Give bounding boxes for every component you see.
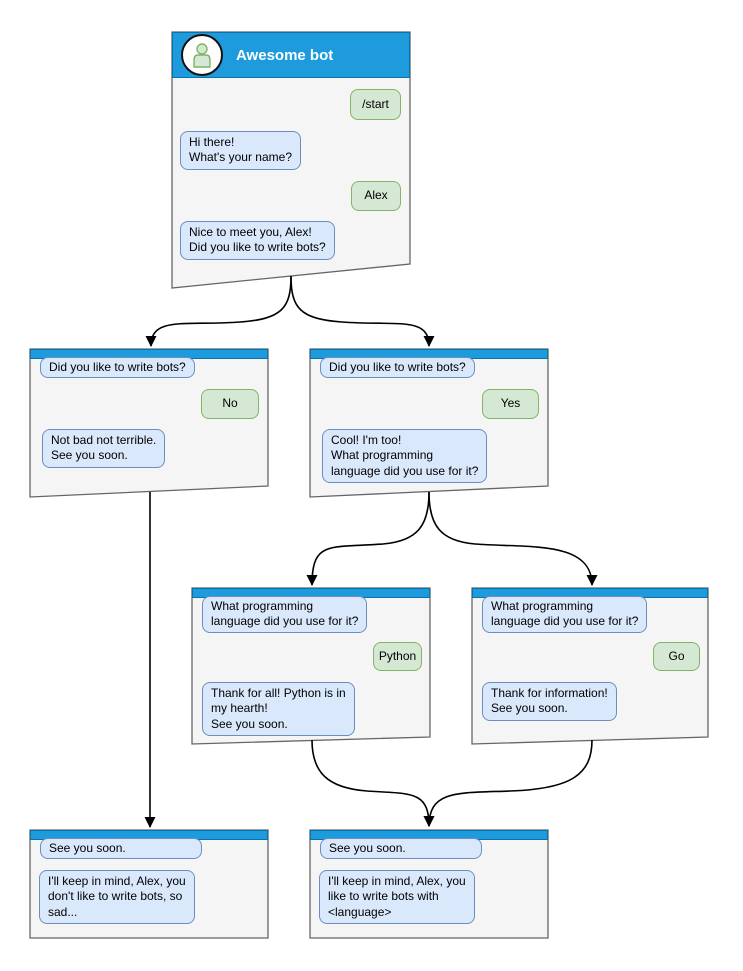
avatar: [181, 34, 223, 76]
edge-start-to-yes: [290, 275, 435, 347]
chat-window-python: What programming language did you use fo…: [192, 588, 430, 744]
edge-start-to-no: [145, 275, 292, 347]
chat-window-end-no: See you soon. I'll keep in mind, Alex, y…: [30, 830, 268, 938]
message-bubble-bot: What programming language did you use fo…: [202, 596, 368, 633]
message-bubble-user: Yes: [482, 389, 539, 419]
chat-window-go: What programming language did you use fo…: [472, 588, 708, 744]
message-bubble-bot: Did you like to write bots?: [40, 357, 195, 379]
message-bubble-bot: Hi there! What's your name?: [180, 131, 302, 170]
message-bubble-user: Python: [373, 642, 422, 671]
edge-yes-to-python: [306, 491, 430, 586]
chat-window-start: Awesome bot /start Hi there! What's your…: [172, 32, 410, 288]
message-bubble-bot: Cool! I'm too! What programming language…: [322, 429, 488, 484]
message-bubble-user: /start: [350, 89, 401, 120]
message-bubble-bot: Thank for all! Python is in my hearth! S…: [202, 682, 355, 737]
message-bubble-bot: Nice to meet you, Alex! Did you like to …: [180, 221, 335, 260]
chat-window-yes: Did you like to write bots? Yes Cool! I'…: [310, 349, 548, 497]
person-icon: [193, 43, 211, 68]
chat-window-end-yes: See you soon. I'll keep in mind, Alex, y…: [310, 830, 548, 938]
message-bubble-user: No: [201, 389, 259, 419]
edge-python-to-end-yes: [311, 739, 435, 827]
edge-go-to-end-yes: [423, 739, 593, 827]
chat-window-no: Did you like to write bots? No Not bad n…: [30, 349, 268, 497]
message-bubble-bot: Did you like to write bots?: [320, 357, 475, 379]
message-bubble-bot: I'll keep in mind, Alex, you don't like …: [39, 870, 195, 925]
window-titlebar: Awesome bot: [172, 32, 410, 78]
message-bubble-user: Go: [653, 642, 700, 671]
message-bubble-bot: Not bad not terrible. See you soon.: [42, 429, 166, 468]
message-bubble-bot: What programming language did you use fo…: [482, 596, 648, 633]
bot-title: Awesome bot: [236, 46, 334, 64]
message-bubble-user: Alex: [351, 181, 401, 211]
message-bubble-bot: See you soon.: [320, 838, 482, 860]
message-bubble-bot: Thank for information! See you soon.: [482, 682, 617, 721]
message-bubble-bot: See you soon.: [40, 838, 202, 860]
edge-yes-to-go: [428, 491, 598, 586]
message-bubble-bot: I'll keep in mind, Alex, you like to wri…: [319, 870, 475, 925]
